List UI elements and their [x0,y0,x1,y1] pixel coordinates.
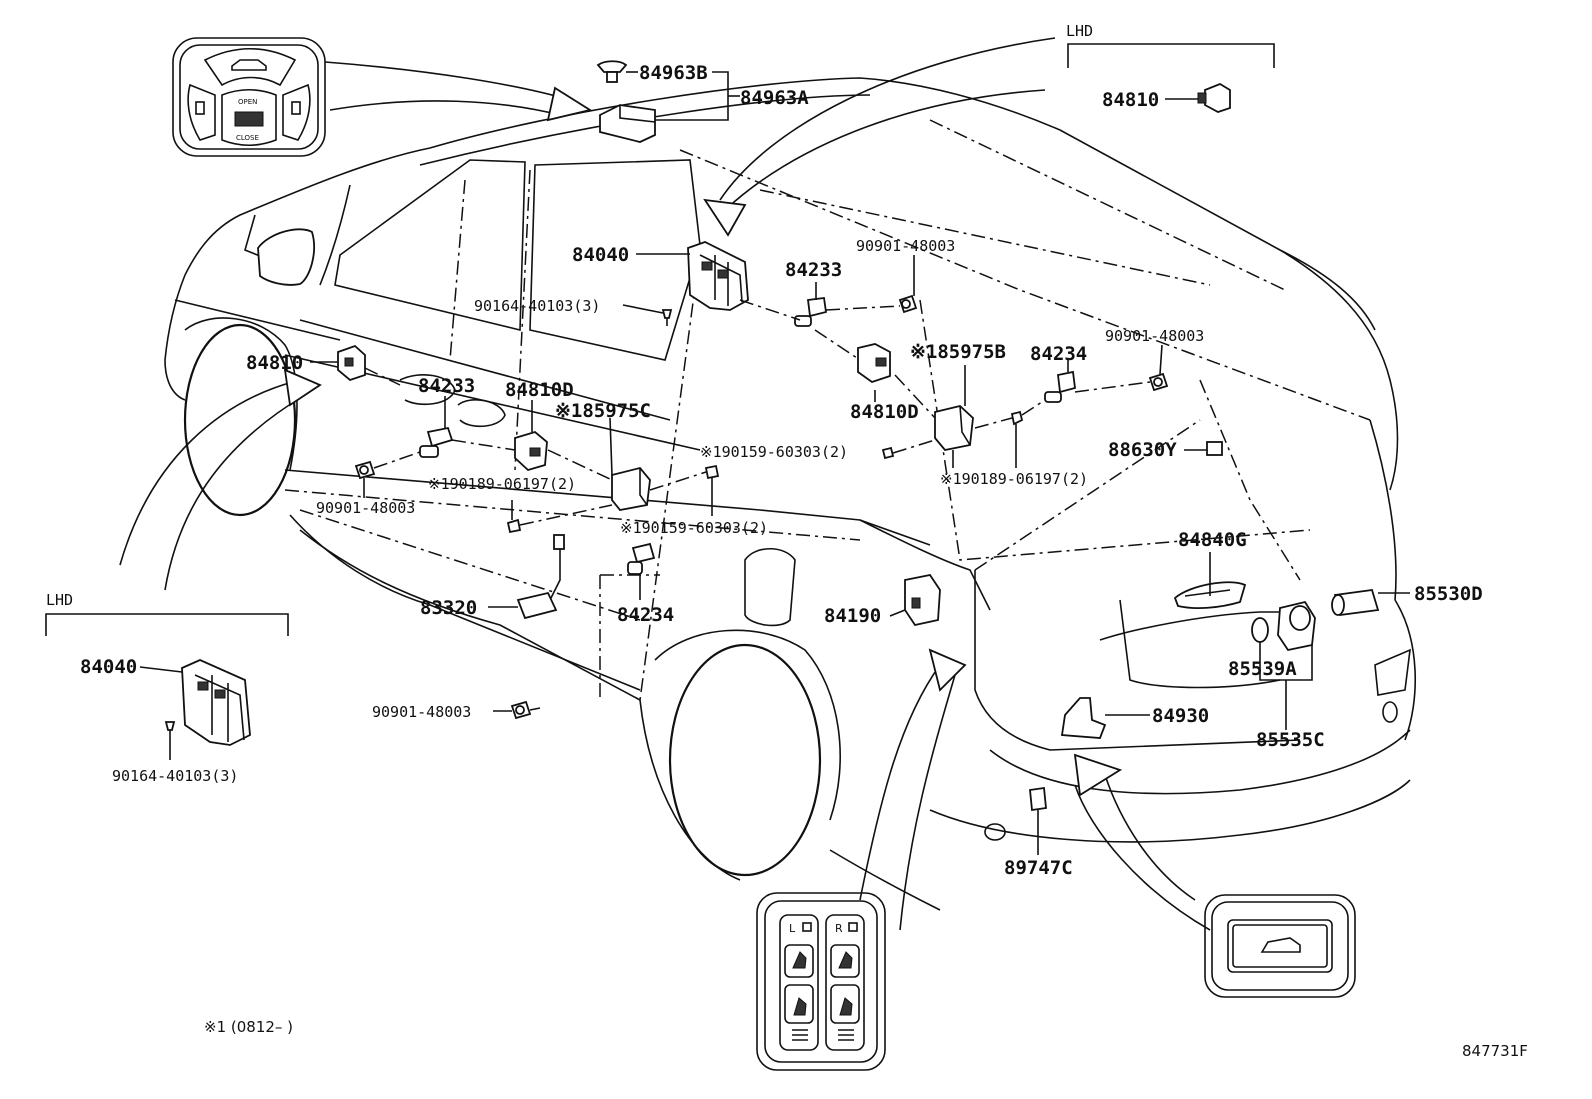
panel-open-text: OPEN [238,98,257,106]
label-190189-right: ※190189-06197(2) [940,470,1088,488]
label-190189-left: ※190189-06197(2) [428,475,576,493]
panel-left-text: L [789,922,796,935]
label-84810-lhd: 84810 [1102,89,1159,111]
label-84840G: 84840G [1178,529,1247,551]
label-lhd-left: LHD [46,591,73,609]
footnote: ※1 (0812– ) [204,1018,293,1036]
label-84810D-right: 84810D [850,401,919,423]
label-85539A: 85539A [1228,658,1297,680]
label-85530D: 85530D [1414,583,1483,605]
label-90164-top: 90164-40103(3) [474,297,600,315]
label-90164-lhd: 90164-40103(3) [112,767,238,785]
leader-lines [139,71,1410,855]
label-90901-right: 90901-48003 [1105,327,1204,345]
part-labels: 84963B 84963A LHD 84810 84040 90164-4010… [46,22,1528,1060]
callout-arrows [119,37,1211,931]
label-85535C: 85535C [1256,729,1325,751]
label-90901-bottom: 90901-48003 [372,703,471,721]
lhd-brackets [45,43,1275,636]
label-185975C: ※185975C [555,400,651,422]
label-83320: 83320 [420,597,477,619]
vehicle-outline [164,77,1417,911]
label-84810D-left: 84810D [505,379,574,401]
label-84233-top: 84233 [785,259,842,281]
label-84963A: 84963A [740,87,809,109]
label-84930: 84930 [1152,705,1209,727]
back-door-switch-panel [1204,894,1356,998]
overhead-switch-panel: OPEN CLOSE [172,37,326,157]
label-84233-left: 84233 [418,375,475,397]
panel-right-text: R [835,922,843,935]
label-84234-right: 84234 [1030,343,1087,365]
label-84190: 84190 [824,605,881,627]
label-84963B: 84963B [639,62,708,84]
label-88630Y: 88630Y [1108,439,1177,461]
label-84040-lhd: 84040 [80,656,137,678]
label-90901-left: 90901-48003 [316,499,415,517]
seat-heater-switch-panel: L R [756,892,886,1071]
label-lhd-top: LHD [1066,22,1093,40]
label-90901-top: 90901-48003 [856,237,955,255]
label-84234-left: 84234 [617,604,674,626]
label-185975B: ※185975B [910,341,1006,363]
label-84810-left: 84810 [246,352,303,374]
label-84040: 84040 [572,244,629,266]
panel-close-text: CLOSE [236,134,259,142]
label-190159-left: ※190159-60303(2) [620,519,768,537]
label-89747C: 89747C [1004,857,1073,879]
label-190159-right: ※190159-60303(2) [700,443,848,461]
diagram-id: 847731F [1462,1042,1528,1060]
